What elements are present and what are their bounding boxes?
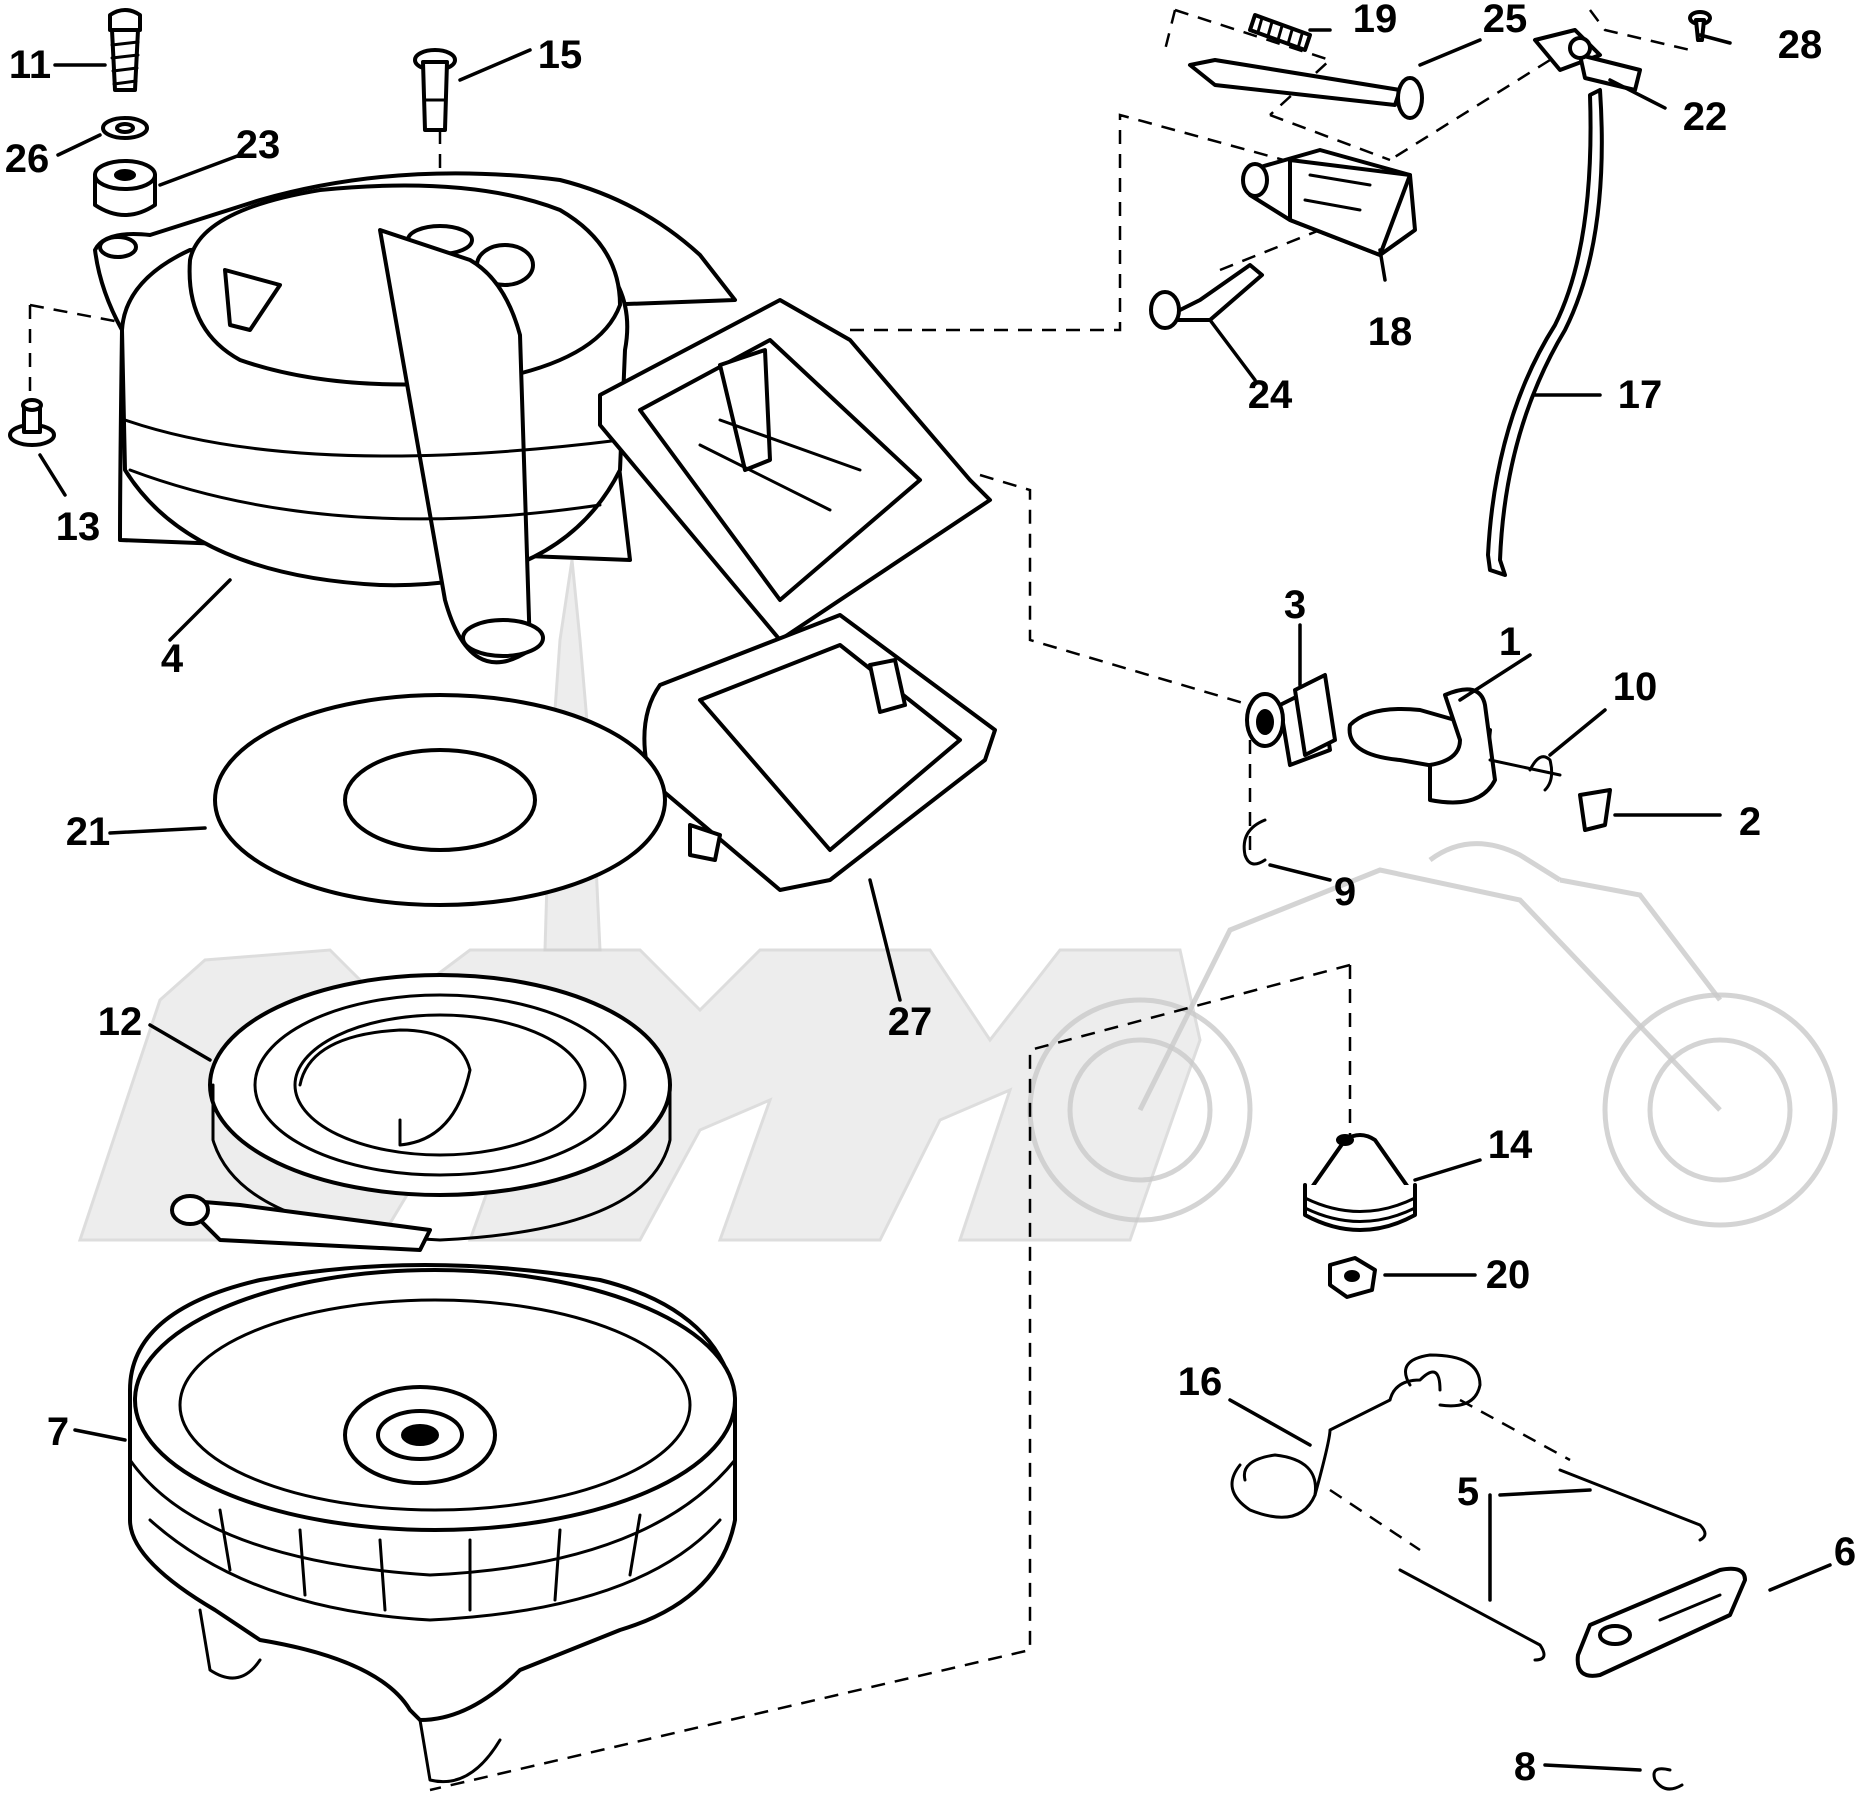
callout-25: 25	[1483, 0, 1528, 41]
part-15-screw	[413, 48, 457, 132]
callout-15: 15	[538, 33, 583, 77]
callout-21: 21	[66, 810, 111, 854]
callout-14: 14	[1488, 1123, 1533, 1167]
callout-7: 7	[47, 1410, 69, 1454]
part-22-clamp	[1533, 28, 1642, 92]
callout-numbers: 1 2 3 4 5 6 7 8 9 10 11 12 13 14 15 16 1…	[5, 0, 1856, 1789]
callout-6: 6	[1834, 1530, 1856, 1574]
part-1-handle	[1347, 687, 1562, 805]
callout-5: 5	[1457, 1470, 1479, 1514]
part-5-pawl-springs	[1398, 1468, 1707, 1662]
part-13-screw	[8, 398, 56, 447]
callout-24: 24	[1248, 373, 1293, 417]
callout-12: 12	[98, 1000, 143, 1044]
callout-28: 28	[1778, 23, 1823, 67]
callout-4: 4	[161, 637, 184, 681]
part-3-anchor	[1245, 673, 1337, 767]
callout-22: 22	[1683, 95, 1728, 139]
callout-3: 3	[1284, 583, 1306, 627]
part-14-retainer	[1303, 1133, 1417, 1232]
part-4-starter-housing	[93, 171, 737, 665]
part-20-nut	[1328, 1256, 1377, 1299]
callout-9: 9	[1334, 870, 1356, 914]
callout-18: 18	[1368, 310, 1413, 354]
callout-1: 1	[1499, 620, 1521, 664]
part-26-washer	[101, 116, 149, 140]
part-21-washer	[213, 693, 667, 907]
part-10-rope-knot	[1528, 755, 1554, 792]
callout-17: 17	[1618, 373, 1663, 417]
callout-10: 10	[1613, 665, 1658, 709]
part-27-handle-bracket	[598, 298, 997, 892]
part-2-insert	[1578, 788, 1612, 832]
callout-16: 16	[1178, 1360, 1223, 1404]
part-25-pin	[1188, 58, 1424, 120]
part-24-pin	[1149, 263, 1264, 330]
part-8-retainer-clip	[1652, 1767, 1684, 1791]
callout-13: 13	[56, 505, 101, 549]
callout-11: 11	[9, 43, 51, 87]
callout-23: 23	[236, 123, 281, 167]
callout-8: 8	[1514, 1745, 1536, 1789]
part-6-pawl	[1575, 1566, 1747, 1678]
part-7-pulley	[128, 1263, 737, 1784]
part-23-grommet	[93, 159, 157, 217]
part-11-screw	[108, 8, 142, 92]
callout-2: 2	[1739, 800, 1761, 844]
callout-27: 27	[888, 1000, 933, 1044]
leader-lines	[38, 28, 1832, 1772]
part-9-clip	[1242, 818, 1267, 866]
part-12-rewind-spring	[170, 973, 672, 1252]
part-19-spring	[1248, 13, 1312, 52]
part-16-spring-clip	[1230, 1353, 1482, 1519]
callout-26: 26	[5, 137, 50, 181]
part-18-lock-housing	[1241, 148, 1417, 257]
callout-20: 20	[1486, 1253, 1531, 1297]
callout-19: 19	[1353, 0, 1398, 41]
part-17-link-rod	[1486, 88, 1604, 577]
